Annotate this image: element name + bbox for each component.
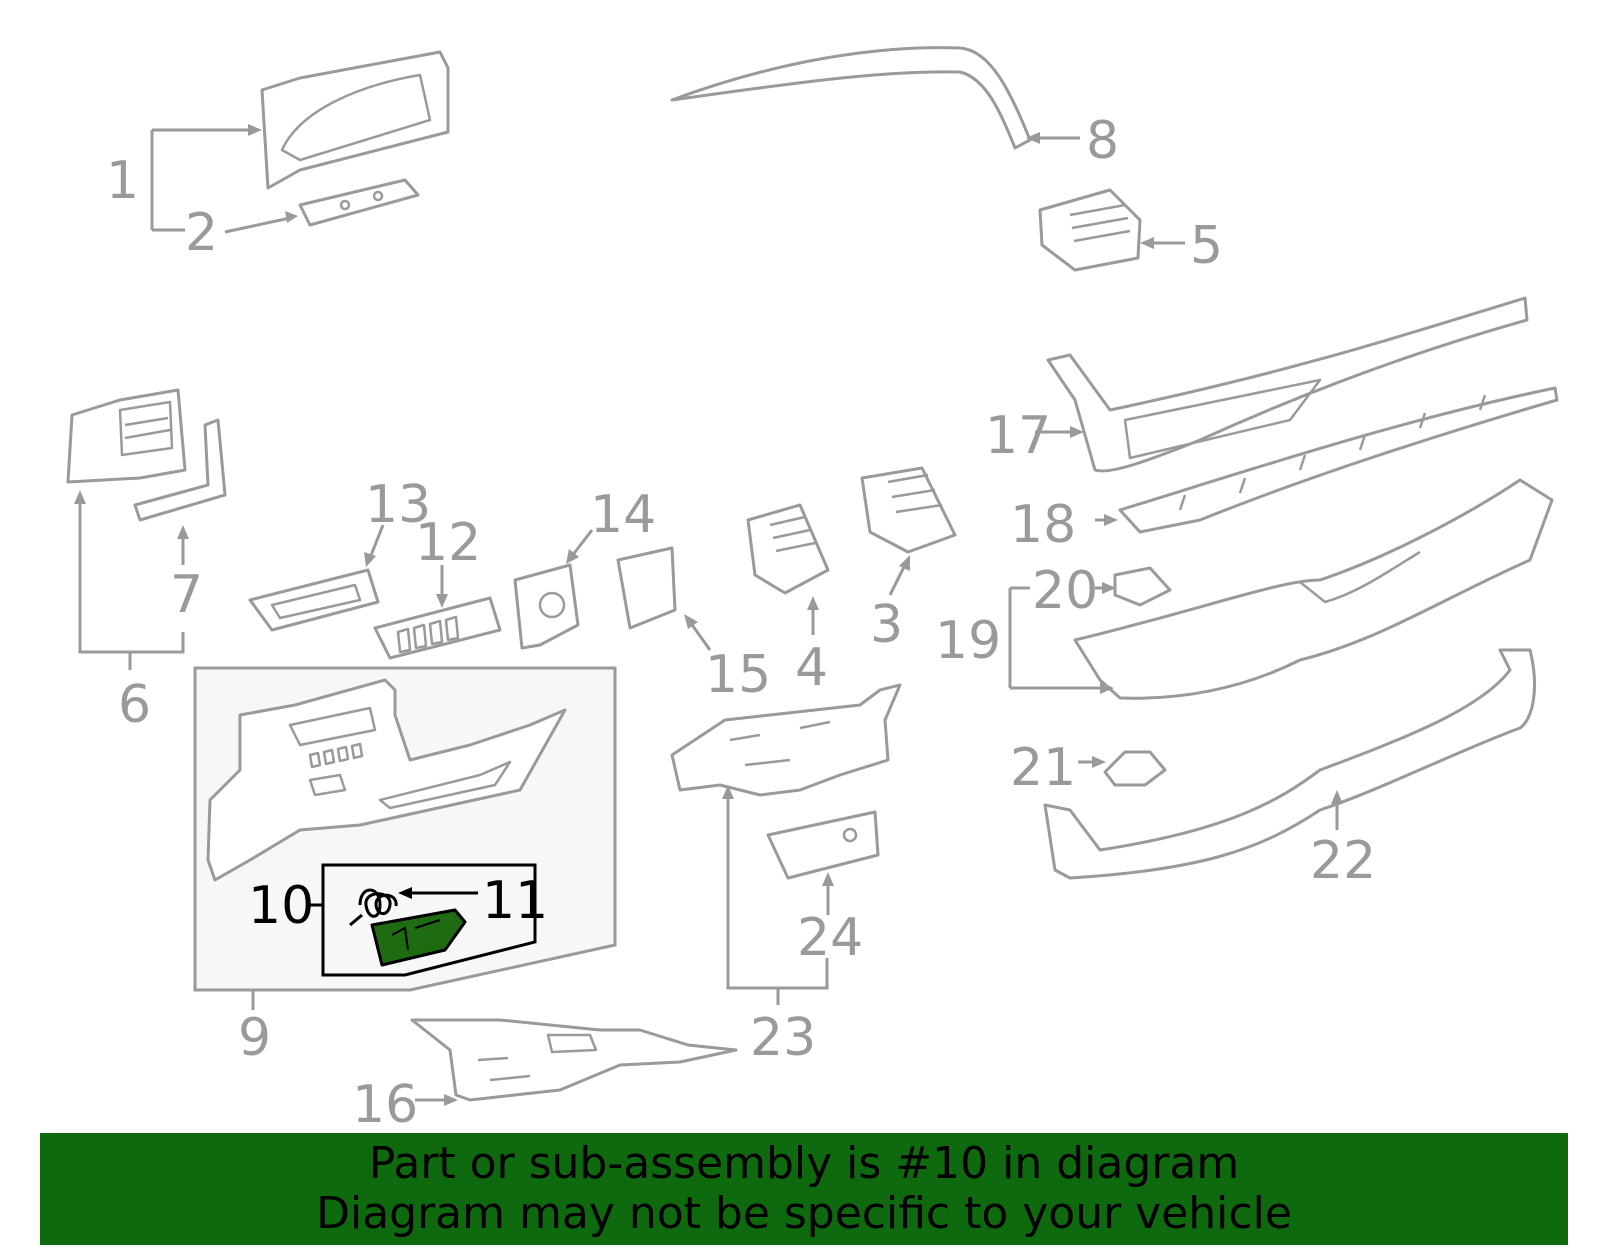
arrowhead-8: [1026, 132, 1040, 144]
part-20-pad[interactable]: [1113, 566, 1172, 607]
arrowhead-5: [1140, 237, 1154, 249]
callout-15: 15: [705, 645, 771, 705]
leader-23: [726, 795, 829, 1005]
arrowhead-15: [684, 614, 698, 629]
part-1-cluster-bezel[interactable]: [260, 50, 450, 190]
arrowhead-2: [285, 211, 298, 223]
part-22-lower-trim[interactable]: [1043, 648, 1537, 880]
callout-8: 8: [1086, 111, 1119, 171]
callout-7: 7: [170, 565, 203, 625]
leader-19: [1008, 586, 1105, 690]
arrowhead-7: [177, 525, 189, 539]
part-4-center-vent[interactable]: [746, 503, 830, 595]
arrowhead-21: [1092, 756, 1106, 768]
callout-24: 24: [797, 908, 863, 968]
banner-line-2: Diagram may not be specific to your vehi…: [316, 1188, 1292, 1239]
callout-14: 14: [590, 485, 656, 545]
callout-2: 2: [185, 203, 218, 263]
arrowhead-6: [74, 490, 86, 504]
callout-20: 20: [1032, 561, 1098, 621]
arrowhead-12: [436, 594, 448, 608]
arrowhead-1: [248, 124, 262, 136]
callout-1: 1: [106, 151, 139, 211]
part-21-clip[interactable]: [1103, 750, 1167, 787]
callout-22: 22: [1310, 831, 1376, 891]
callout-16: 16: [352, 1075, 418, 1135]
arrowhead-13: [364, 552, 376, 567]
callout-9: 9: [238, 1008, 271, 1068]
callout-12: 12: [415, 513, 481, 573]
arrowhead-23: [722, 785, 734, 799]
part-19-lower-dash[interactable]: [1073, 478, 1554, 700]
callout-18: 18: [1010, 495, 1076, 555]
callout-6: 6: [118, 675, 151, 735]
part-18-reinforcement[interactable]: [1118, 386, 1559, 534]
part-12-switch-panel[interactable]: [373, 596, 502, 660]
callout-23: 23: [750, 1008, 816, 1068]
arrowhead-11: [398, 887, 412, 899]
part-11-spring[interactable]: [349, 888, 398, 927]
part-14-bracket[interactable]: [513, 563, 580, 650]
banner-background: [40, 1133, 1568, 1245]
part-8-dash-trim[interactable]: [670, 46, 1032, 150]
callout-13: 13: [365, 475, 431, 535]
part-6-left-vent[interactable]: [66, 388, 187, 484]
part-3-center-vent[interactable]: [860, 466, 957, 554]
arrowhead-4: [807, 596, 819, 610]
leader-15: [688, 621, 712, 651]
part-10-damper-highlighted[interactable]: [370, 908, 467, 967]
part-24-cover[interactable]: [766, 810, 880, 880]
arrowhead-22: [1331, 790, 1343, 804]
part-9-knee-panel[interactable]: [206, 678, 567, 882]
arrowhead-16: [444, 1094, 458, 1106]
part-5-side-vent[interactable]: [1038, 188, 1142, 272]
part-13-switch-bezel[interactable]: [248, 568, 380, 632]
part-2-switch-panel[interactable]: [298, 178, 420, 227]
part-16-lower-bracket[interactable]: [410, 1018, 738, 1102]
leader-13: [368, 524, 385, 559]
leader-14: [570, 529, 594, 557]
arrowhead-20: [1102, 582, 1116, 594]
arrowhead-19: [1100, 682, 1114, 694]
banner-line-1: Part or sub-assembly is #10 in diagram: [368, 1138, 1240, 1189]
arrowhead-3: [899, 555, 910, 571]
part-23-center-bracket[interactable]: [670, 683, 902, 797]
arrowhead-24: [822, 872, 834, 886]
callout-11: 11: [482, 871, 548, 931]
arrowhead-17: [1070, 426, 1084, 438]
callout-3: 3: [870, 595, 903, 655]
part-15-insert[interactable]: [616, 546, 677, 630]
callout-17: 17: [985, 406, 1051, 466]
arrowhead-14: [566, 549, 579, 564]
callout-21: 21: [1010, 738, 1076, 798]
leader-1-2: [150, 128, 252, 232]
info-banner: Part or sub-assembly is #10 in diagram D…: [40, 1133, 1568, 1245]
leader-2: [224, 216, 291, 234]
part-7-vent-trim[interactable]: [133, 418, 227, 522]
callout-10: 10: [248, 876, 314, 936]
leader-3: [888, 564, 907, 596]
arrowhead-18: [1104, 514, 1118, 526]
callout-19: 19: [935, 611, 1001, 671]
callout-5: 5: [1190, 216, 1223, 276]
callout-4: 4: [795, 638, 828, 698]
part-17-dash-panel[interactable]: [1046, 296, 1529, 473]
leader-6: [78, 500, 185, 670]
